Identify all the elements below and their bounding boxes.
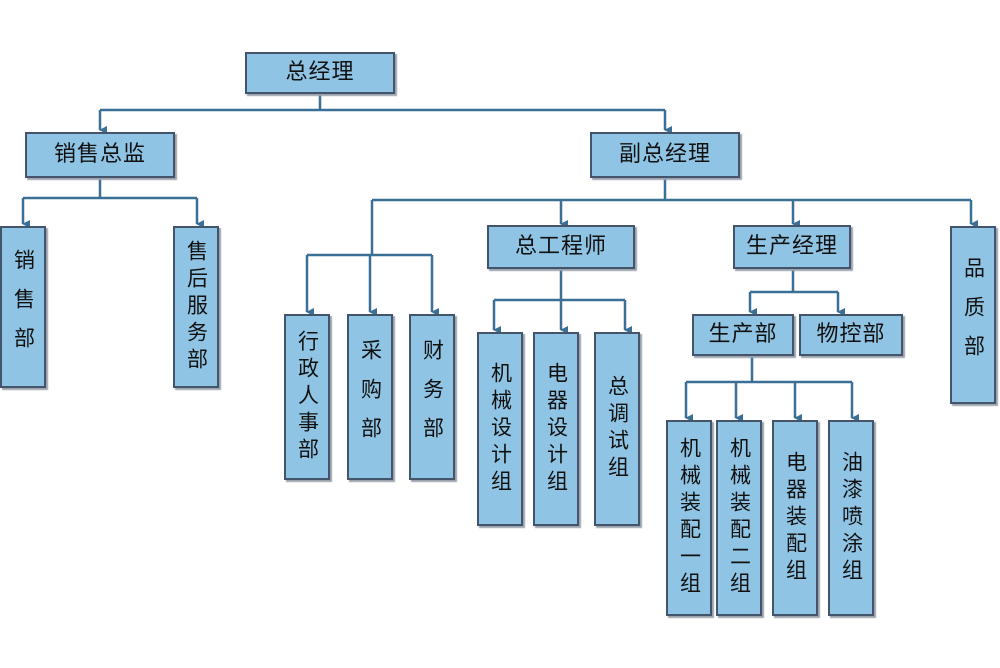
link-engineer-bus [494, 269, 625, 302]
link-sales-bus [23, 178, 197, 200]
node-admin-hr-dept: 行政人事部 [284, 314, 330, 480]
node-mech-assembly-2: 机械装配二组 [716, 420, 762, 616]
node-commissioning-group: 总调试组 [594, 332, 640, 526]
node-chief-engineer: 总工程师 [487, 225, 635, 269]
node-general-manager: 总经理 [245, 52, 395, 94]
link-root-bus [100, 92, 665, 112]
node-after-sales-dept: 售后服务部 [173, 226, 219, 388]
node-production-manager: 生产经理 [733, 225, 851, 269]
node-elec-design-group: 电器设计组 [533, 332, 579, 526]
node-elec-assembly-group: 电器装配组 [772, 420, 818, 616]
node-sales-director: 销售总监 [25, 132, 175, 178]
node-purchasing-dept: 采购部 [347, 314, 393, 480]
node-deputy-gm: 副总经理 [590, 132, 740, 178]
node-production-dept: 生产部 [692, 314, 794, 356]
node-mech-assembly-1: 机械装配一组 [666, 420, 712, 616]
link-deputy-bus [372, 178, 971, 202]
link-admin-bus [307, 200, 432, 257]
link-prodmgr-bus [750, 269, 838, 294]
node-material-control-dept: 物控部 [799, 314, 903, 356]
link-proddept-bus [686, 356, 852, 384]
node-finance-dept: 财务部 [409, 314, 455, 480]
node-sales-dept: 销售部 [0, 226, 46, 388]
node-mech-design-group: 机械设计组 [477, 332, 523, 526]
node-painting-group: 油漆喷涂组 [828, 420, 874, 616]
node-quality-dept: 品质部 [950, 226, 996, 404]
